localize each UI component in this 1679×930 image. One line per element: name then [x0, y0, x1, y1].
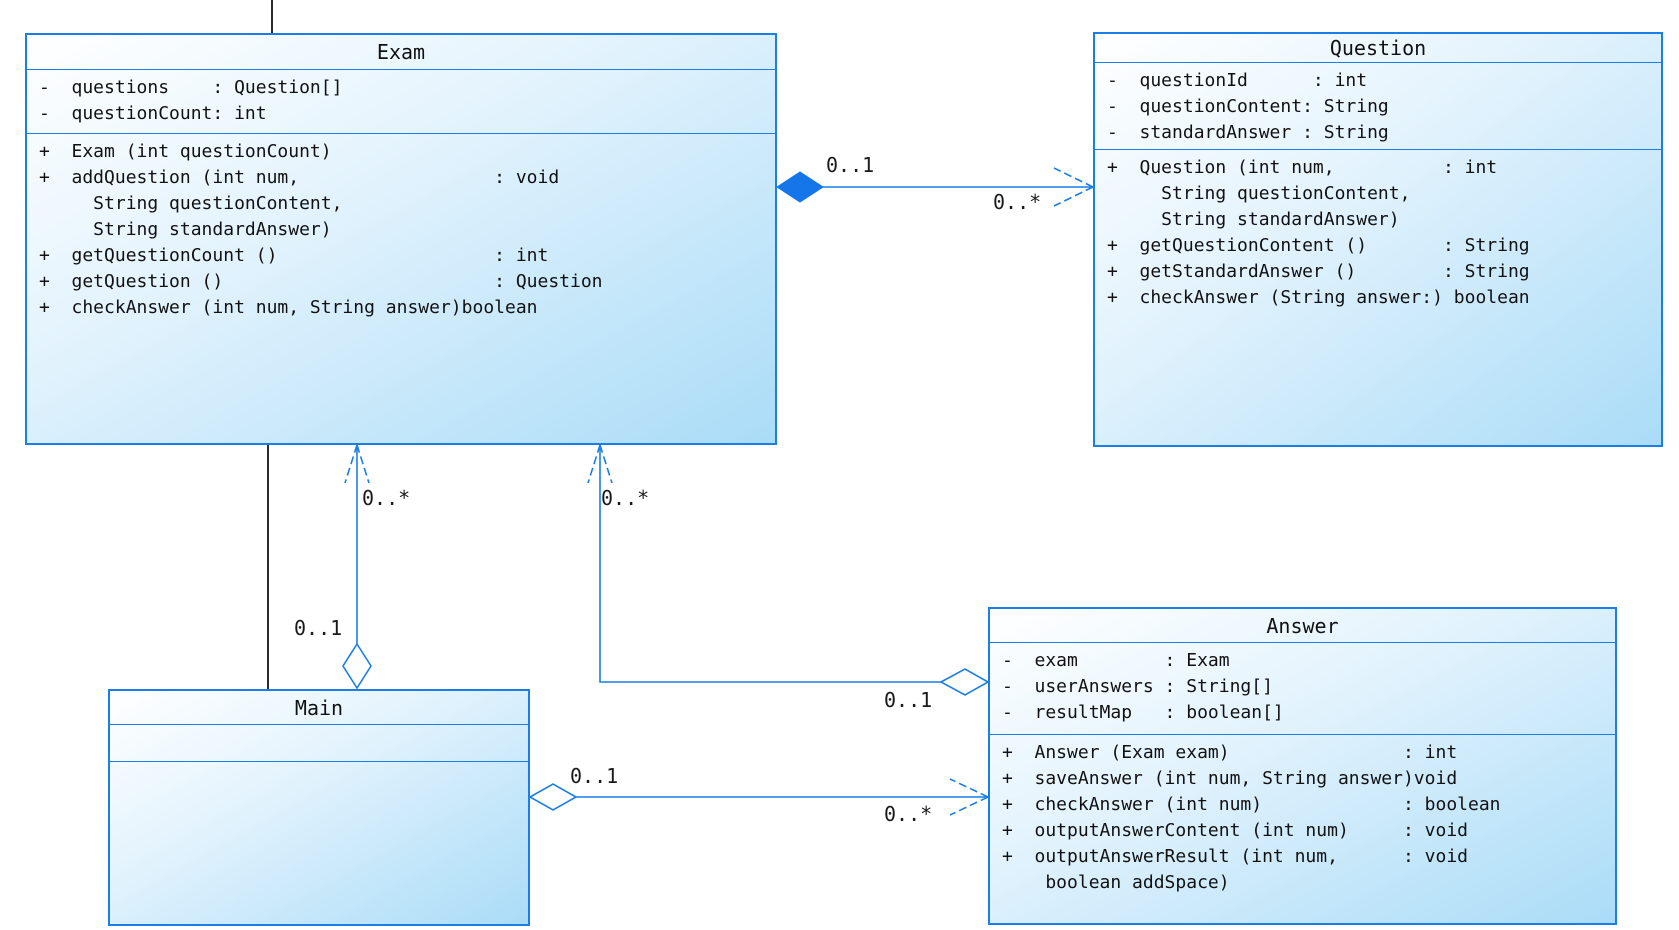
attributes-compartment-question: - questionId : int - questionContent: St… — [1095, 62, 1661, 149]
methods-text-exam: + Exam (int questionCount) + addQuestion… — [39, 141, 603, 318]
multiplicity-main-exam-source: 0..1 — [294, 616, 343, 640]
class-box-main: Main — [108, 689, 530, 926]
attributes-text-main — [110, 725, 528, 730]
aggregation-main-answer — [528, 778, 989, 816]
attributes-compartment-answer: - exam : Exam - userAnswers : String[] -… — [990, 642, 1615, 734]
methods-text-question: + Question (int num, : int String questi… — [1107, 157, 1530, 308]
open-arrowhead-exam-right — [587, 444, 613, 484]
multiplicity-main-exam-target: 0..* — [362, 486, 411, 510]
methods-compartment-exam: + Exam (int questionCount) + addQuestion… — [27, 133, 775, 443]
aggregation-diamond-main-right — [528, 783, 578, 811]
composition-exam-question — [776, 167, 1094, 207]
class-box-question: Question - questionId : int - questionCo… — [1093, 32, 1663, 447]
class-title-question: Question — [1329, 36, 1427, 60]
methods-compartment-answer: + Answer (Exam exam) : int + saveAnswer … — [990, 734, 1615, 923]
open-arrowhead-answer — [949, 778, 989, 816]
multiplicity-main-answer-source: 0..1 — [570, 764, 619, 788]
methods-compartment-question: + Question (int num, : int String questi… — [1095, 149, 1661, 445]
aggregation-answer-exam — [587, 444, 990, 696]
methods-text-answer: + Answer (Exam exam) : int + saveAnswer … — [1002, 742, 1501, 893]
class-title-answer: Answer — [1266, 613, 1339, 638]
multiplicity-answer-exam-target: 0..* — [601, 486, 650, 510]
attributes-compartment-exam: - questions : Question[] - questionCount… — [27, 69, 775, 133]
methods-text-main — [110, 762, 528, 767]
multiplicity-main-answer-target: 0..* — [884, 802, 933, 826]
aggregation-main-exam — [342, 444, 372, 690]
open-arrowhead-question — [1053, 167, 1094, 207]
multiplicity-exam-question-source: 0..1 — [826, 153, 875, 177]
composition-diamond-exam — [776, 171, 824, 203]
class-box-exam: Exam - questions : Question[] - question… — [25, 33, 777, 445]
aggregation-diamond-main — [342, 642, 372, 690]
attributes-text-answer: - exam : Exam - userAnswers : String[] -… — [1002, 650, 1284, 723]
multiplicity-exam-question-target: 0..* — [993, 190, 1042, 214]
attributes-text-exam: - questions : Question[] - questionCount… — [39, 77, 343, 124]
open-arrowhead-exam-left — [344, 444, 370, 484]
class-title-main: Main — [294, 695, 344, 720]
class-title-exam: Exam — [376, 40, 426, 64]
attributes-text-question: - questionId : int - questionContent: St… — [1107, 70, 1389, 143]
class-box-answer: Answer - exam : Exam - userAnswers : Str… — [988, 607, 1617, 925]
attributes-compartment-main — [110, 724, 528, 761]
multiplicity-answer-exam-source: 0..1 — [884, 688, 933, 712]
methods-compartment-main — [110, 761, 528, 924]
aggregation-diamond-answer — [939, 668, 990, 696]
